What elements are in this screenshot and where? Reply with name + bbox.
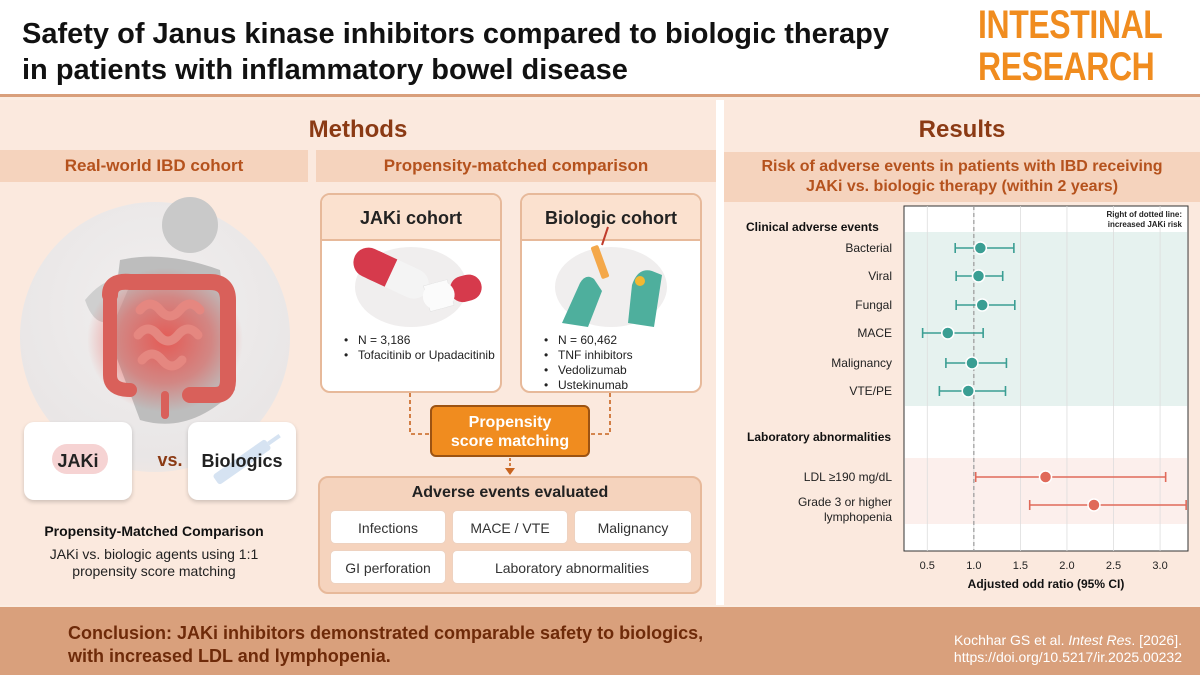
matching-connectors bbox=[409, 393, 611, 475]
citation-journal: Intest Res bbox=[1068, 632, 1132, 648]
results-title: Results bbox=[918, 116, 1006, 143]
vs-label: vs. bbox=[157, 450, 183, 470]
jaki-cohort-card: JAKi cohort N = 3,186 Tofacitinib or Upa… bbox=[320, 193, 502, 393]
propensity-band: Propensity-matched comparison bbox=[316, 150, 716, 182]
journal-logo-line-1: INTESTINAL bbox=[978, 3, 1163, 47]
jaki-cohort-title: JAKi cohort bbox=[322, 195, 500, 241]
forest-plot: Right of dotted line:increased JAKi risk… bbox=[746, 205, 1189, 591]
results-subtitle: Risk of adverse events in patients with … bbox=[724, 152, 1200, 202]
note-line-1: Right of dotted line: bbox=[1106, 210, 1182, 219]
conclusion: Conclusion: JAKi inhibitors demonstrated… bbox=[68, 622, 848, 668]
title-line-1: Safety of Janus kinase inhibitors compar… bbox=[22, 18, 889, 50]
page-title: Safety of Janus kinase inhibitors compar… bbox=[22, 16, 952, 88]
ae-chip-malignancy: Malignancy bbox=[574, 510, 692, 544]
conclusion-line-1: Conclusion: JAKi inhibitors demonstrated… bbox=[68, 623, 704, 643]
pmc-title: Propensity-Matched Comparison bbox=[44, 523, 264, 539]
propensity-score-matching-box: Propensity score matching bbox=[430, 405, 590, 457]
patient-illustration bbox=[85, 197, 243, 424]
header-divider bbox=[0, 94, 1200, 97]
header: Safety of Janus kinase inhibitors compar… bbox=[0, 0, 1200, 96]
gloved-hands-syringe-icon bbox=[562, 226, 662, 327]
point-estimate bbox=[965, 356, 979, 370]
row-label: Fungal bbox=[855, 298, 892, 312]
jaki-card: JAKi bbox=[24, 422, 132, 500]
psm-line-2: score matching bbox=[450, 433, 570, 450]
biologics-card: Biologics bbox=[188, 422, 296, 500]
ae-chip-gi-perforation: GI perforation bbox=[330, 550, 446, 584]
real-world-band: Real-world IBD cohort bbox=[0, 150, 308, 182]
ae-chip-infections: Infections bbox=[330, 510, 446, 544]
x-tick-label: 2.5 bbox=[1106, 560, 1121, 572]
pmc-description-line-1: JAKi vs. biologic agents using 1:1 bbox=[49, 546, 259, 562]
list-item: N = 60,462 bbox=[542, 333, 700, 348]
pill-icon bbox=[52, 444, 108, 474]
x-tick-label: 1.0 bbox=[966, 560, 981, 572]
row-label: lymphopenia bbox=[824, 510, 892, 524]
point-estimate bbox=[975, 298, 989, 312]
adverse-events-panel: Adverse events evaluated Infections MACE… bbox=[318, 476, 702, 594]
citation-authors: Kochhar GS et al. bbox=[953, 632, 1069, 648]
biologic-cohort-card: Biologic cohort N = 60,462 TNF inhibitor… bbox=[520, 193, 702, 393]
title-line-2: in patients with inflammatory bowel dise… bbox=[22, 54, 628, 86]
row-label: Malignancy bbox=[831, 356, 892, 370]
methods-title: Methods bbox=[308, 116, 408, 143]
biologics-card-label: Biologics bbox=[201, 451, 283, 471]
point-estimate bbox=[973, 241, 988, 255]
point-estimate bbox=[961, 384, 975, 398]
capsule-icon bbox=[353, 247, 482, 312]
row-label: Bacterial bbox=[845, 241, 892, 255]
x-axis-label: Adjusted odd ratio (95% CI) bbox=[968, 577, 1125, 591]
results-subtitle-line-2: JAKi vs. biologic therapy (within 2 year… bbox=[805, 178, 1119, 195]
journal-logo: INTESTINAL RESEARCH bbox=[978, 3, 1163, 89]
psm-line-1: Propensity bbox=[468, 414, 552, 431]
row-label: Grade 3 or higher bbox=[798, 495, 892, 509]
x-tick-label: 2.0 bbox=[1059, 560, 1074, 572]
pmc-description: JAKi vs. biologic agents using 1:1 prope… bbox=[14, 546, 294, 580]
row-label: Viral bbox=[868, 269, 892, 283]
panel-divider bbox=[716, 100, 724, 605]
list-item: N = 3,186 bbox=[342, 333, 500, 348]
row-label: LDL ≥190 mg/dL bbox=[804, 470, 893, 484]
biologic-cohort-list: N = 60,462 TNF inhibitors Vedolizumab Us… bbox=[542, 333, 700, 391]
clinical-band bbox=[905, 232, 1187, 406]
ae-chip-mace-vte: MACE / VTE bbox=[452, 510, 568, 544]
citation-reference: Kochhar GS et al. Intest Res. [2026]. bbox=[900, 632, 1182, 649]
citation-doi[interactable]: https://doi.org/10.5217/ir.2025.00232 bbox=[953, 649, 1182, 665]
point-estimate bbox=[1038, 470, 1053, 484]
point-estimate bbox=[941, 326, 955, 340]
x-tick-label: 3.0 bbox=[1152, 560, 1167, 572]
list-item: TNF inhibitors bbox=[542, 348, 700, 363]
footer bbox=[0, 607, 1200, 675]
pmc-description-line-2: propensity score matching bbox=[72, 563, 236, 579]
syringe-icon bbox=[213, 433, 281, 485]
point-estimate bbox=[1087, 498, 1101, 512]
citation: Kochhar GS et al. Intest Res. [2026]. ht… bbox=[900, 632, 1182, 666]
list-item: Tofacitinib or Upadacitinib bbox=[342, 348, 500, 363]
row-label: VTE/PE bbox=[849, 384, 892, 398]
journal-logo-line-2: RESEARCH bbox=[978, 45, 1155, 89]
list-item: Vedolizumab bbox=[542, 363, 700, 378]
jaki-cohort-list: N = 3,186 Tofacitinib or Upadacitinib bbox=[342, 333, 500, 363]
note-line-2: increased JAKi risk bbox=[1108, 220, 1183, 229]
x-tick-label: 0.5 bbox=[920, 560, 935, 572]
jaki-card-label: JAKi bbox=[57, 451, 99, 471]
x-tick-label: 1.5 bbox=[1013, 560, 1028, 572]
group-header: Laboratory abnormalities bbox=[747, 430, 891, 444]
group-header: Clinical adverse events bbox=[746, 220, 879, 234]
ae-chip-laboratory: Laboratory abnormalities bbox=[452, 550, 692, 584]
results-subtitle-line-1: Risk of adverse events in patients with … bbox=[761, 158, 1163, 175]
biologic-cohort-title: Biologic cohort bbox=[522, 195, 700, 241]
adverse-events-title: Adverse events evaluated bbox=[411, 484, 609, 501]
list-item: Ustekinumab bbox=[542, 378, 700, 391]
citation-year: . [2026]. bbox=[1131, 632, 1182, 648]
laboratory-band bbox=[905, 458, 1187, 524]
conclusion-line-2: with increased LDL and lymphopenia. bbox=[68, 646, 391, 666]
point-estimate bbox=[971, 269, 986, 283]
row-label: MACE bbox=[857, 326, 892, 340]
